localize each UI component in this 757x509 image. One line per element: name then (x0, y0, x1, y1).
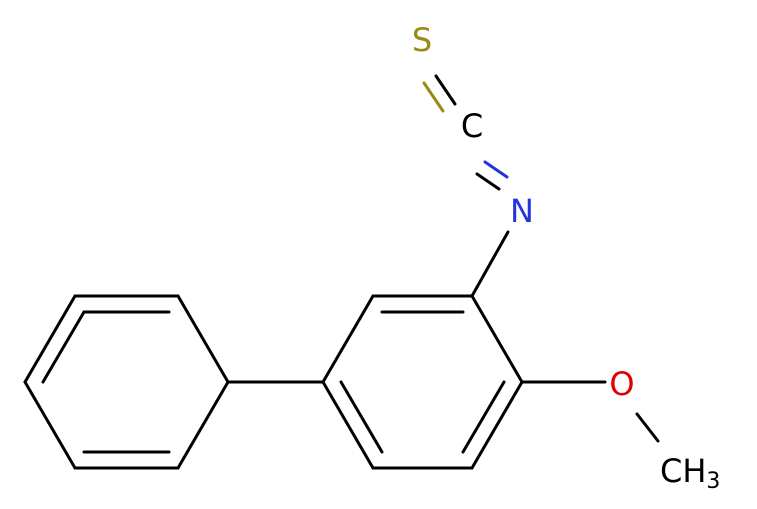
bond-ph-2 (176, 294, 230, 384)
bond-n-c-a (483, 160, 509, 179)
methyl-main-label: CH (660, 452, 706, 490)
bond-o-ch3 (635, 412, 660, 443)
bond-ring-3 (470, 294, 524, 384)
atom-carbon-isothiocyanate: C (461, 107, 483, 145)
bond-ring-4 (470, 380, 524, 470)
atom-oxygen: O (609, 365, 634, 403)
central-ring (321, 294, 524, 470)
atom-sulfur: S (412, 21, 432, 59)
bond-ring-6 (321, 380, 375, 470)
bond-ph-3 (176, 380, 230, 470)
atom-methyl: CH3 (660, 452, 720, 494)
phenyl-ring (23, 294, 230, 470)
methyl-subscript: 3 (706, 469, 720, 494)
bond-n-c-b (475, 172, 501, 191)
bond-ph-5 (23, 380, 77, 470)
bond-ring-inner-3 (339, 380, 384, 454)
bond-c-s-a (434, 74, 457, 106)
bond-ph-inner-3 (41, 310, 86, 384)
bond-c-s-b (422, 81, 445, 113)
atom-nitrogen: N (510, 192, 534, 230)
bond-ring-inner-2 (461, 380, 506, 454)
bond-ph-6 (23, 294, 77, 384)
bond-ring-1 (321, 294, 375, 384)
bond-ring-n (470, 230, 510, 298)
